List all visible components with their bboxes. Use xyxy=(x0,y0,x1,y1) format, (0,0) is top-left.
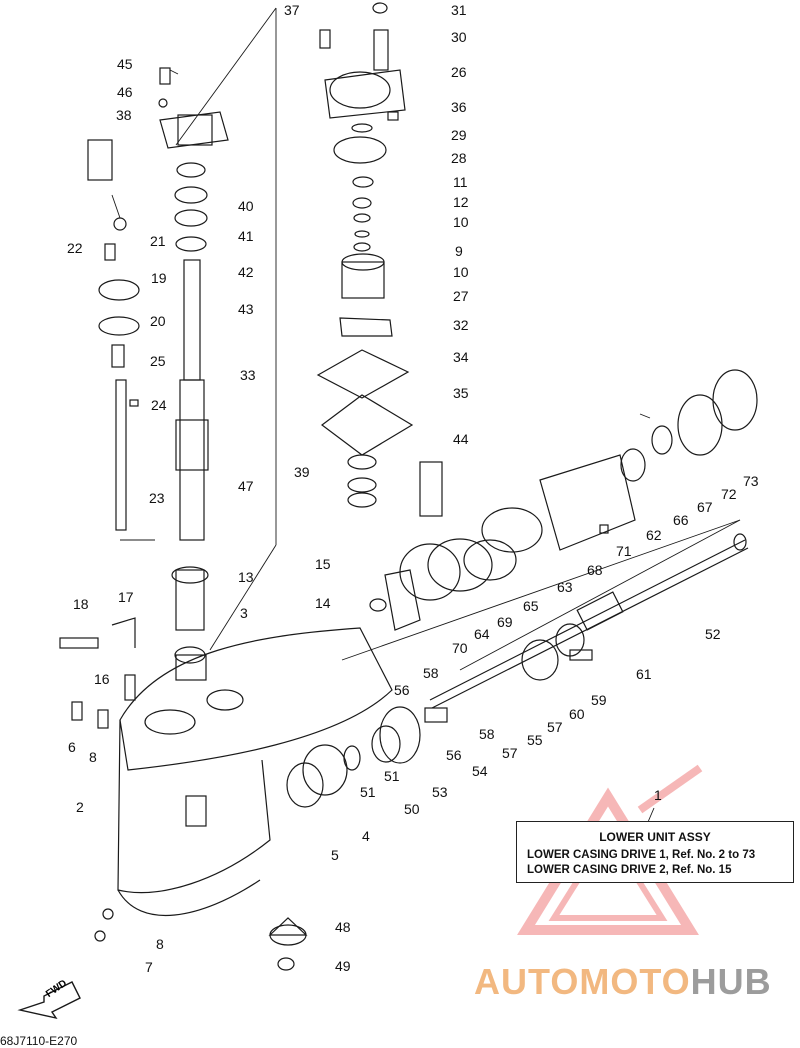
callout-52: 52 xyxy=(705,626,721,642)
callout-14: 14 xyxy=(315,595,331,611)
callout-17: 17 xyxy=(118,589,134,605)
callout-22: 22 xyxy=(67,240,83,256)
callout-64: 64 xyxy=(474,626,490,642)
callout-37: 37 xyxy=(284,2,300,18)
callout-35: 35 xyxy=(453,385,469,401)
callout-65: 65 xyxy=(523,598,539,614)
callout-32: 32 xyxy=(453,317,469,333)
callout-67: 67 xyxy=(697,499,713,515)
callout-45: 45 xyxy=(117,56,133,72)
fasteners-group xyxy=(59,29,399,942)
watermark-part2: HUB xyxy=(690,961,772,1002)
callout-39: 39 xyxy=(294,464,310,480)
callout-57b: 57 xyxy=(502,745,518,761)
watermark-part1: AUTOMOTO xyxy=(474,961,691,1002)
callout-50: 50 xyxy=(404,801,420,817)
callout-43: 43 xyxy=(238,301,254,317)
callout-30: 30 xyxy=(451,29,467,45)
assy-title: LOWER UNIT ASSY xyxy=(599,830,711,844)
callout-13: 13 xyxy=(238,569,254,585)
watermark-brand: AUTOMOTOHUB xyxy=(474,961,772,1003)
callout-19: 19 xyxy=(151,270,167,286)
callout-73: 73 xyxy=(743,473,759,489)
callout-9: 9 xyxy=(455,243,463,259)
callout-68: 68 xyxy=(587,562,603,578)
callout-6: 6 xyxy=(68,739,76,755)
callout-51a: 51 xyxy=(384,768,400,784)
callout-1: 1 xyxy=(654,787,662,803)
callout-61: 61 xyxy=(636,666,652,682)
callout-58a: 58 xyxy=(423,665,439,681)
callout-70: 70 xyxy=(452,640,468,656)
assy-line-1: LOWER CASING DRIVE 1, Ref. No. 2 to 73 xyxy=(527,849,756,861)
callout-69: 69 xyxy=(497,614,513,630)
callout-11: 11 xyxy=(453,174,468,190)
callout-59: 59 xyxy=(591,692,607,708)
lower-unit-assy-box: LOWER UNIT ASSY LOWER CASING DRIVE 1, Re… xyxy=(516,821,794,883)
shift-rod-group xyxy=(87,139,140,531)
callout-46: 46 xyxy=(117,84,133,100)
callout-27: 27 xyxy=(453,288,469,304)
callout-26: 26 xyxy=(451,64,467,80)
callout-7: 7 xyxy=(145,959,153,975)
callout-10b: 10 xyxy=(453,264,469,280)
drive-shaft-group xyxy=(159,111,229,681)
callout-33: 33 xyxy=(240,367,256,383)
callout-57a: 57 xyxy=(547,719,563,735)
callout-28: 28 xyxy=(451,150,467,166)
callout-41: 41 xyxy=(238,228,254,244)
callout-49: 49 xyxy=(335,958,351,974)
callout-36: 36 xyxy=(451,99,467,115)
propeller-shaft-group xyxy=(286,369,758,808)
callout-18: 18 xyxy=(73,596,89,612)
callout-71: 71 xyxy=(616,543,632,559)
callout-2: 2 xyxy=(76,799,84,815)
callout-21: 21 xyxy=(150,233,166,249)
callout-38: 38 xyxy=(116,107,132,123)
callout-53: 53 xyxy=(432,784,448,800)
callout-58b: 58 xyxy=(479,726,495,742)
water-pump-group xyxy=(316,2,443,517)
callout-34: 34 xyxy=(453,349,469,365)
callout-62: 62 xyxy=(646,527,662,543)
fwd-arrow-icon xyxy=(17,981,81,1020)
lower-casing xyxy=(117,627,393,917)
callout-66: 66 xyxy=(673,512,689,528)
assy-line-2: LOWER CASING DRIVE 2, Ref. No. 15 xyxy=(527,864,732,876)
callout-42: 42 xyxy=(238,264,254,280)
callout-25: 25 xyxy=(150,353,166,369)
callout-56a: 56 xyxy=(394,682,410,698)
callout-55: 55 xyxy=(527,732,543,748)
callout-51b: 51 xyxy=(360,784,376,800)
callout-20: 20 xyxy=(150,313,166,329)
pinion-group xyxy=(268,917,308,971)
callout-54: 54 xyxy=(472,763,488,779)
callout-47: 47 xyxy=(238,478,254,494)
callout-63: 63 xyxy=(557,579,573,595)
callout-40: 40 xyxy=(238,198,254,214)
callout-23: 23 xyxy=(149,490,165,506)
callout-60: 60 xyxy=(569,706,585,722)
callout-3: 3 xyxy=(240,605,248,621)
diagram-code: 68J7110-E270 xyxy=(0,1034,78,1048)
leader-lines xyxy=(111,7,741,823)
callout-12: 12 xyxy=(453,194,469,210)
callout-29: 29 xyxy=(451,127,467,143)
callout-72: 72 xyxy=(721,486,737,502)
callout-48: 48 xyxy=(335,919,351,935)
callout-5: 5 xyxy=(331,847,339,863)
callout-10a: 10 xyxy=(453,214,469,230)
callout-8b: 8 xyxy=(156,936,164,952)
callout-24: 24 xyxy=(151,397,167,413)
callout-15: 15 xyxy=(315,556,331,572)
callout-31: 31 xyxy=(451,2,467,18)
callout-4: 4 xyxy=(362,828,370,844)
callout-44: 44 xyxy=(453,431,469,447)
callout-56b: 56 xyxy=(446,747,462,763)
callout-8a: 8 xyxy=(89,749,97,765)
callout-16: 16 xyxy=(94,671,110,687)
